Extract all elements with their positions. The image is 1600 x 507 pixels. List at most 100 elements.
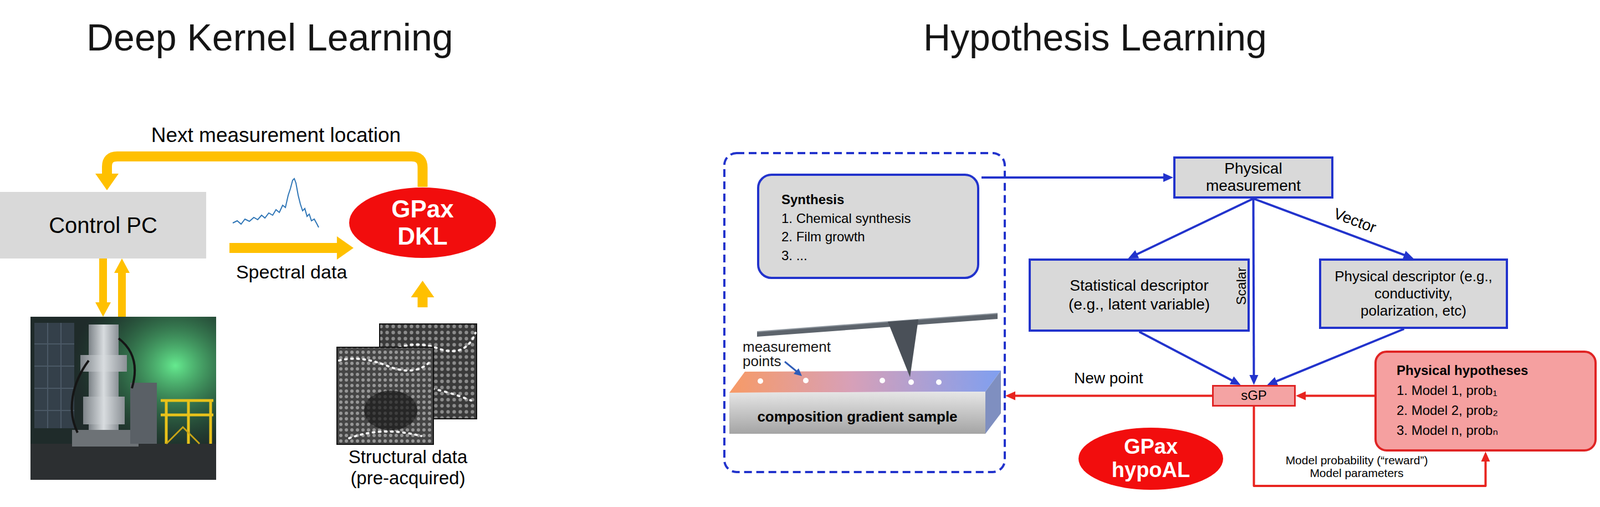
callout-label: measurement points xyxy=(742,339,840,368)
arrowhead xyxy=(1402,250,1414,259)
arrowhead xyxy=(336,236,354,260)
structural-images xyxy=(339,358,432,371)
gradient-sample xyxy=(729,370,1001,393)
structural-images xyxy=(364,390,418,431)
connector-label: Spectral data xyxy=(236,261,347,283)
connector-label: Vector xyxy=(1330,205,1379,238)
gradient-sample xyxy=(908,379,914,385)
microscope-photo xyxy=(30,316,217,480)
ellipse-fill xyxy=(1078,427,1224,490)
data-link-arrows xyxy=(95,302,111,317)
connector xyxy=(1295,391,1375,401)
box-text: 2. Film growth xyxy=(781,227,866,247)
box-text: 3. Model n, probₙ xyxy=(1396,420,1499,441)
data-link-arrows xyxy=(118,272,126,317)
gradient-sample xyxy=(729,391,986,434)
image-panel: Structural data (pre-acquired) xyxy=(332,321,484,489)
cantilever xyxy=(757,313,998,337)
dashed-region xyxy=(724,152,1005,472)
gradient-sample xyxy=(936,379,942,385)
box-text: 1. Model 1, prob₁ xyxy=(1396,380,1498,401)
ellipse-fill xyxy=(349,187,497,258)
connector xyxy=(1139,331,1241,385)
box-text: Physical measurement xyxy=(1187,160,1321,195)
microscope-photo xyxy=(83,396,125,424)
box-text: Physical descriptor (e.g., conductivity,… xyxy=(1333,267,1494,320)
spectrum-plot xyxy=(232,178,319,228)
gradient-sample xyxy=(803,377,809,383)
microscope-photo xyxy=(30,316,217,480)
structural-images xyxy=(336,346,434,444)
arrowhead xyxy=(1128,249,1140,259)
connector-line xyxy=(1303,394,1375,397)
callout-arrow xyxy=(784,361,802,376)
connector xyxy=(981,172,1174,182)
arrowhead xyxy=(1249,374,1259,385)
arrowhead xyxy=(1481,451,1491,462)
synthesis-box: Synthesis1. Chemical synthesis2. Film gr… xyxy=(757,173,980,279)
data-link-arrows xyxy=(95,258,130,317)
model-box: sGP xyxy=(1212,384,1296,407)
descriptor-box: Statistical descriptor (e.g., latent var… xyxy=(1028,258,1250,332)
microscope-photo xyxy=(166,426,200,444)
connector-label: New point xyxy=(1074,369,1144,387)
microscope-photo xyxy=(72,429,139,447)
measurement-box: Physical measurement xyxy=(1173,156,1334,199)
arrowhead xyxy=(1163,172,1174,182)
connector-line xyxy=(981,176,1166,179)
connector-line xyxy=(1135,198,1254,255)
data-link-arrows xyxy=(114,258,130,273)
model-ellipse: GPax hypoAL xyxy=(1077,426,1224,490)
connector-line xyxy=(229,242,341,253)
hypotheses-box: Physical hypotheses1. Model 1, prob₁2. M… xyxy=(1374,350,1597,452)
box-text: 3. ... xyxy=(781,246,808,265)
spectrum-plot xyxy=(232,178,319,228)
connector xyxy=(1249,198,1259,385)
cantilever xyxy=(757,313,998,332)
connector-line xyxy=(1013,394,1213,397)
connector xyxy=(411,280,435,308)
box-text: 1. Chemical synthesis xyxy=(781,208,911,228)
microscope-photo xyxy=(88,324,119,444)
box-text: Control PC xyxy=(48,212,158,238)
microscope-photo xyxy=(30,316,217,480)
panel-title: Hypothesis Learning xyxy=(923,15,1267,59)
panel-title: Deep Kernel Learning xyxy=(86,15,454,59)
box-text: Structural data (pre-acquired) xyxy=(332,446,484,489)
arrowhead xyxy=(1267,376,1279,386)
descriptor-box: Physical descriptor (e.g., conductivity,… xyxy=(1319,258,1509,329)
connector xyxy=(1253,198,1414,259)
microscope-photo xyxy=(30,443,217,480)
gradient-sample xyxy=(879,377,886,383)
arrowhead xyxy=(1295,391,1306,401)
microscope-photo xyxy=(130,382,157,444)
box-text: composition gradient sample xyxy=(757,408,958,426)
gradient-sample xyxy=(985,370,1001,434)
connector xyxy=(95,156,423,191)
connector-label: Model probability (“reward”) Model param… xyxy=(1280,453,1434,479)
box-text: GPax DKL xyxy=(381,195,465,250)
connector-line xyxy=(106,156,423,187)
box-text: Statistical descriptor (e.g., latent var… xyxy=(1056,275,1223,314)
arrowhead xyxy=(1005,391,1016,401)
callout-arrow xyxy=(784,361,797,372)
connector-line xyxy=(1253,198,1407,256)
arrowhead xyxy=(1229,376,1241,385)
box-text: GPax hypoAL xyxy=(1103,435,1199,482)
box-text: sGP xyxy=(1240,387,1267,403)
connector xyxy=(229,236,354,260)
microscope-photo xyxy=(72,338,135,433)
model-ellipse: GPax DKL xyxy=(348,186,497,259)
cantilever xyxy=(887,319,919,377)
connector-label: Scalar xyxy=(1233,267,1250,305)
arrowhead xyxy=(95,173,119,191)
connector xyxy=(1005,391,1213,401)
microscope-photo xyxy=(34,322,75,428)
arrowhead xyxy=(411,280,435,298)
process-box: Control PC xyxy=(0,191,207,259)
sample-figure: composition gradient sample xyxy=(729,310,1001,436)
connector xyxy=(1128,198,1254,259)
callout-arrow xyxy=(793,367,802,376)
box-heading: Synthesis xyxy=(781,190,845,209)
